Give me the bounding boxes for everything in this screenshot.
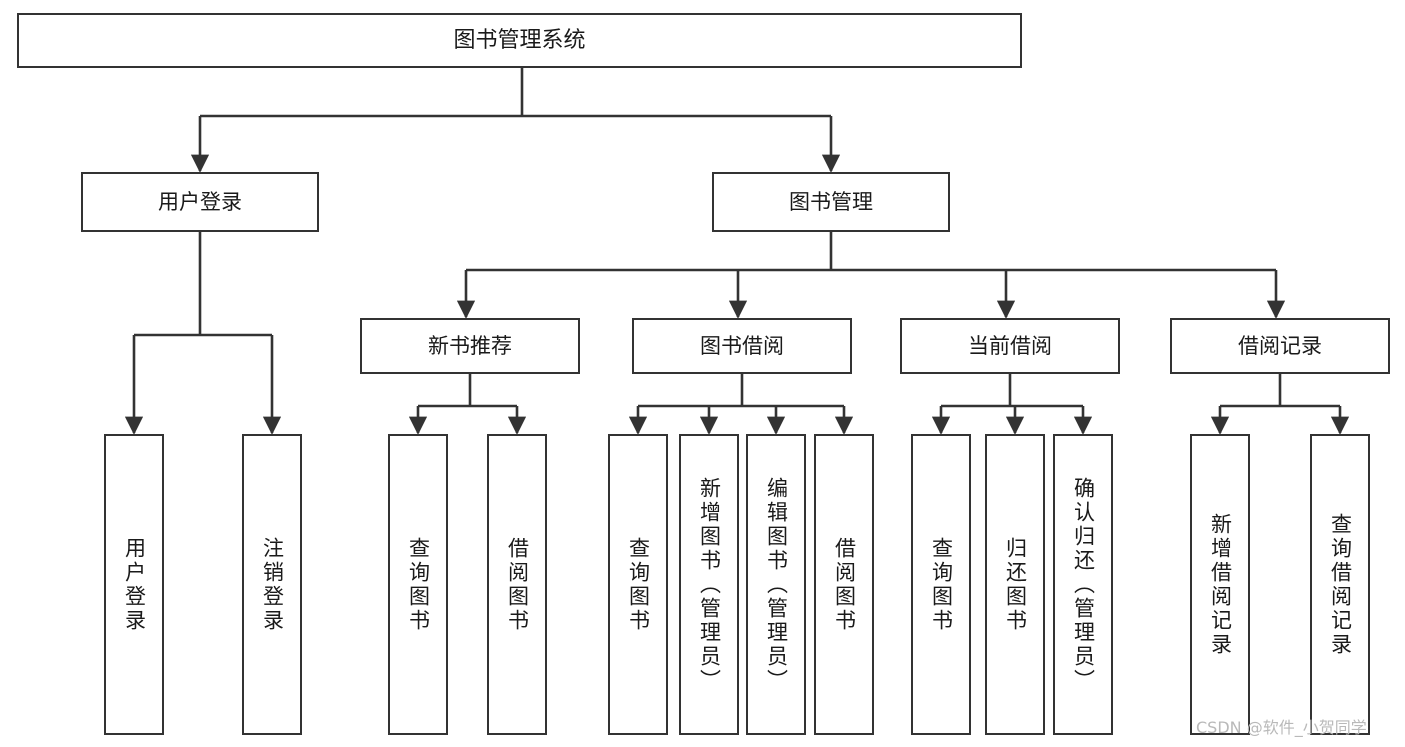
node-label: 归还图书 [1003, 536, 1028, 633]
node-leaf-query-book[interactable]: 查询图书 [608, 434, 668, 735]
node-label: 新增借阅记录 [1208, 512, 1233, 657]
node-new-book-rec[interactable]: 新书推荐 [360, 318, 580, 374]
node-book-manage[interactable]: 图书管理 [712, 172, 950, 232]
node-leaf-return-book[interactable]: 归还图书 [985, 434, 1045, 735]
node-leaf-query-record[interactable]: 查询借阅记录 [1310, 434, 1370, 735]
node-leaf-user-login[interactable]: 用户登录 [104, 434, 164, 735]
node-leaf-query-book-rec[interactable]: 查询图书 [388, 434, 448, 735]
node-leaf-add-book[interactable]: 新增图书（管理员） [679, 434, 739, 735]
node-label: 新书推荐 [428, 333, 512, 358]
node-label: 查询借阅记录 [1328, 512, 1353, 657]
csdn-watermark: CSDN @软件_小贺同学 [1196, 718, 1367, 737]
node-label: 当前借阅 [968, 333, 1052, 358]
node-leaf-borrow-book-rec[interactable]: 借阅图书 [487, 434, 547, 735]
node-label: 查询图书 [929, 536, 954, 633]
node-current-borrow[interactable]: 当前借阅 [900, 318, 1120, 374]
node-user-login[interactable]: 用户登录 [81, 172, 319, 232]
node-label: 用户登录 [158, 189, 242, 214]
node-book-borrow[interactable]: 图书借阅 [632, 318, 852, 374]
node-leaf-borrow-book[interactable]: 借阅图书 [814, 434, 874, 735]
node-root[interactable]: 图书管理系统 [17, 13, 1022, 68]
node-label: 图书管理 [789, 189, 873, 214]
node-leaf-edit-book[interactable]: 编辑图书（管理员） [746, 434, 806, 735]
node-label: 借阅图书 [505, 536, 530, 633]
node-leaf-confirm-return[interactable]: 确认归还（管理员） [1053, 434, 1113, 735]
node-label: 借阅图书 [832, 536, 857, 633]
node-label: 确认归还（管理员） [1071, 476, 1096, 693]
node-label: 图书管理系统 [453, 27, 586, 53]
node-borrow-record[interactable]: 借阅记录 [1170, 318, 1390, 374]
node-leaf-add-record[interactable]: 新增借阅记录 [1190, 434, 1250, 735]
node-label: 注销登录 [260, 536, 285, 633]
node-label: 编辑图书（管理员） [764, 476, 789, 693]
node-label: 新增图书（管理员） [697, 476, 722, 693]
node-label: 查询图书 [406, 536, 431, 633]
node-leaf-query-book-cur[interactable]: 查询图书 [911, 434, 971, 735]
node-label: 用户登录 [122, 536, 147, 633]
node-label: 查询图书 [626, 536, 651, 633]
node-label: 借阅记录 [1238, 333, 1322, 358]
node-leaf-user-logout[interactable]: 注销登录 [242, 434, 302, 735]
node-label: 图书借阅 [700, 333, 784, 358]
